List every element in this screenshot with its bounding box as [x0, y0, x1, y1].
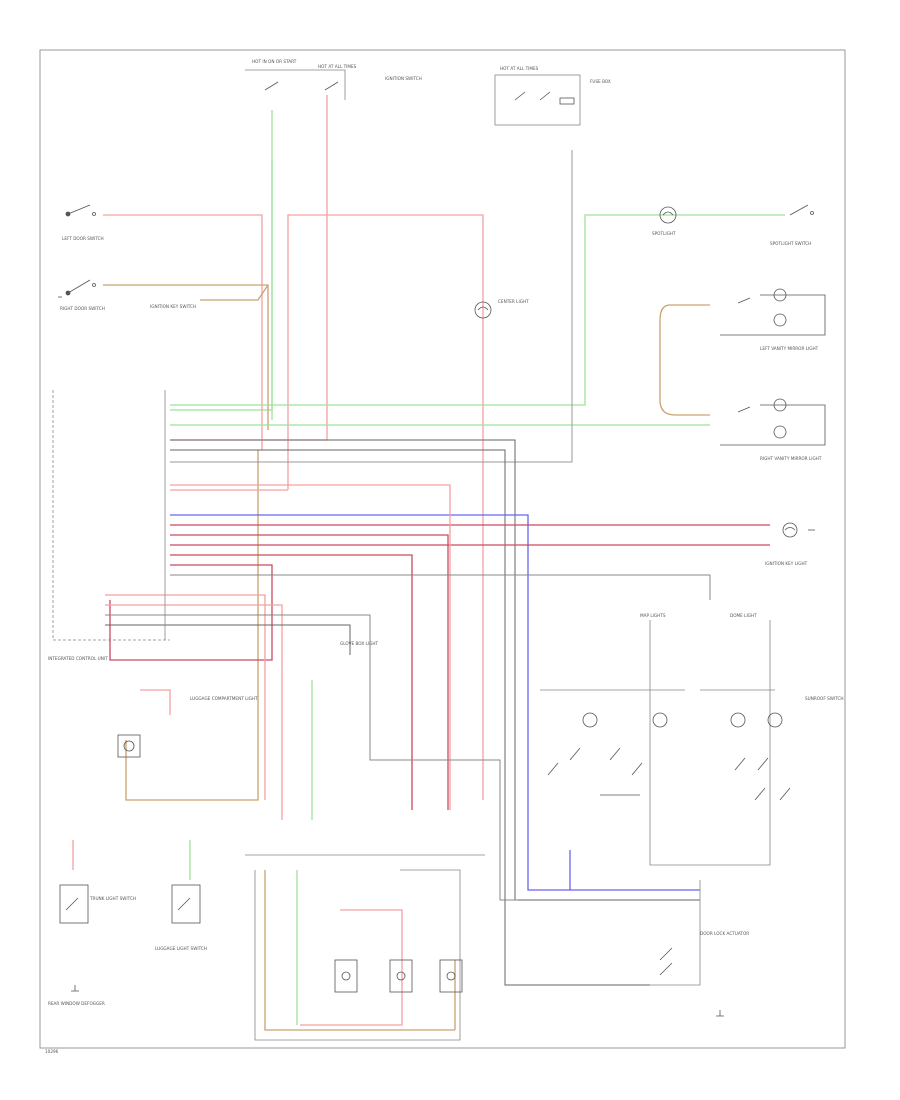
wire-red-lower-1: [105, 594, 266, 800]
lower-right-switch-symbol: [659, 947, 673, 976]
wire-gray-key: [170, 150, 573, 463]
label-right-vanity: RIGHT VANITY MIRROR LIGHT: [760, 456, 822, 461]
wire-darkred-5: [109, 564, 273, 661]
label-luggage-compartment-light: LUGGAGE COMPARTMENT LIGHT: [190, 696, 258, 701]
wire-tan-module: [264, 870, 455, 1031]
wire-darkred-4: [170, 554, 413, 810]
label-trunk-light-switch: TRUNK LIGHT SWITCH: [89, 896, 136, 901]
label-left-vanity: LEFT VANITY MIRROR LIGHT: [760, 346, 819, 351]
label-right-door-switch: RIGHT DOOR SWITCH: [60, 306, 105, 311]
wire-red-fuse: [170, 95, 328, 441]
ignition-switch-symbol: [264, 81, 339, 91]
diagram-border: [39, 49, 846, 1049]
wire-red-module: [300, 909, 403, 1026]
luggage-switch-symbol: [171, 884, 201, 924]
lower-right-frame: [650, 880, 701, 986]
spotlight-symbol: [659, 206, 677, 224]
map-light-symbols: [547, 712, 791, 801]
label-ignition-key-switch: IGNITION KEY SWITCH: [150, 304, 196, 309]
label-hot-at-all-times-right: HOT AT ALL TIMES: [500, 66, 539, 71]
label-hot-in-on: HOT IN ON OR START: [252, 59, 297, 64]
center-light-symbol: [474, 301, 492, 319]
wire-green-spot: [170, 214, 785, 406]
ignition-key-light-symbol: [782, 522, 815, 538]
label-spotlight: SPOTLIGHT: [652, 231, 676, 236]
label-dome-light: DOME LIGHT: [730, 613, 757, 618]
frames: [52, 69, 775, 1041]
labels: HOT IN ON OR START HOT AT ALL TIMES IGNI…: [48, 59, 844, 1006]
fuse-switch-symbol: [514, 91, 575, 105]
label-center-light: CENTER LIGHT: [498, 299, 529, 304]
wire-red-center: [287, 214, 484, 800]
trunk-switch-symbol: [59, 884, 89, 924]
wire-red-lower-2: [105, 604, 283, 820]
luggage-light-symbol: [117, 734, 141, 758]
wire-tan-vanity: [659, 304, 710, 416]
label-left-door-switch: LEFT DOOR SWITCH: [62, 236, 104, 241]
spotlight-switch-symbol: [789, 204, 814, 216]
label-sunroof-switch: SUNROOF SWITCH: [805, 696, 844, 701]
label-door-lock-actuator: DOOR LOCK ACTUATOR: [700, 931, 749, 936]
label-glove-box-light: GLOVE BOX LIGHT: [340, 641, 378, 646]
wire-red-defog: [170, 484, 451, 810]
label-integrated-control-unit: INTEGRATED CONTROL UNIT: [48, 656, 108, 661]
left-vanity-symbol: [720, 288, 826, 336]
wires: [72, 95, 785, 1031]
lower-frame-left: [254, 869, 461, 1041]
wire-green-ignition: [170, 110, 273, 411]
lower-modules-symbol: [334, 959, 463, 993]
label-fuse-box: FUSE BOX: [590, 79, 611, 84]
label-hot-at-all-times-top: HOT AT ALL TIMES: [318, 64, 357, 69]
wire-black-lower: [105, 624, 351, 655]
right-vanity-symbol: [720, 398, 826, 446]
right-door-switch-symbol: [65, 279, 96, 296]
left-door-switch-symbol: [65, 204, 96, 217]
wire-black-1: [170, 439, 700, 901]
label-ignition-switch: IGNITION SWITCH: [385, 76, 422, 81]
figure-code: 10296: [45, 1049, 59, 1054]
label-map-lights: MAP LIGHTS: [640, 613, 666, 618]
connector-block-outline: [52, 390, 170, 641]
ignition-frame: [245, 69, 346, 100]
ground-symbols: [58, 296, 724, 1017]
symbols: [58, 81, 826, 1017]
wire-red-ic: [140, 689, 171, 715]
wire-red-left-door: [103, 214, 263, 450]
label-luggage-light-switch: LUGGAGE LIGHT SWITCH: [155, 946, 207, 951]
wire-gray-lower: [105, 614, 518, 901]
fuse-box-frame: [494, 74, 581, 126]
wire-darkred-2: [170, 534, 449, 810]
label-spotlight-switch: SPOTLIGHT SWITCH: [770, 241, 811, 246]
wire-gray-defog: [170, 574, 711, 600]
label-rear-window-defogger: REAR WINDOW DEFOGGER: [48, 1001, 105, 1006]
wire-black-2: [170, 449, 650, 986]
label-ignition-key-light: IGNITION KEY LIGHT: [765, 561, 808, 566]
wire-tan-splice: [200, 284, 269, 301]
map-bus: [649, 620, 771, 866]
wire-blue: [170, 514, 700, 891]
